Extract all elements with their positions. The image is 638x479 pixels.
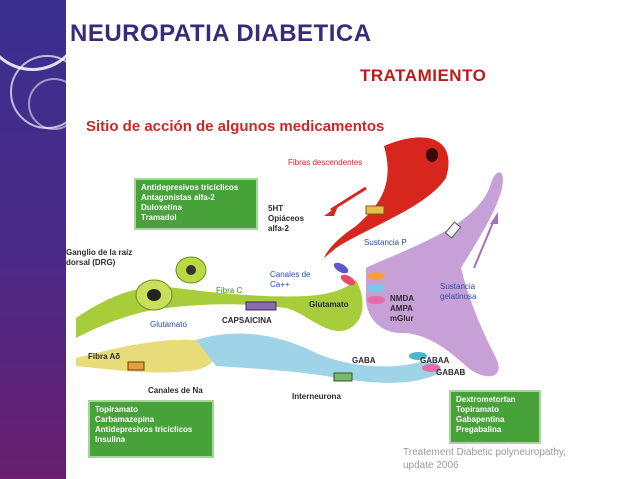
drug-item: Duloxetina	[141, 203, 182, 212]
label-nmda: NMDA	[390, 294, 414, 303]
drug-item: Topiramato	[456, 405, 499, 414]
diagram-heading: Sitio de acción de algunos medicamentos	[86, 118, 385, 135]
ca-channel-1	[333, 262, 349, 274]
label-fibra-c: Fibra C	[216, 286, 243, 295]
label-sustancia-gelatinosa-2: gelatinosa	[440, 292, 477, 301]
drug-item: Insulina	[95, 435, 126, 444]
label-gaba-a: GABAA	[420, 356, 450, 365]
c-fiber-nucleus	[186, 265, 196, 275]
drug-item: Gabapentina	[456, 415, 505, 424]
drug-item: Topiramato	[95, 405, 138, 414]
label-sustancia-gelatinosa-1: Sustancia	[440, 282, 476, 291]
slide-sidebar	[0, 0, 84, 479]
label-5ht: 5HT	[268, 204, 284, 213]
label-alfa2: alfa-2	[268, 224, 289, 233]
drug-item: Tramadol	[141, 213, 177, 222]
descending-fiber	[324, 137, 449, 258]
na-channel-receptors	[127, 361, 145, 371]
drug-item: Pregabalina	[456, 425, 502, 434]
label-ampa: AMPA	[390, 304, 413, 313]
drug-item: Dextrometorfan	[456, 395, 516, 404]
label-mglur: mGlur	[390, 314, 414, 323]
sustancia-p-receptors	[444, 221, 462, 239]
ampa-receptor	[367, 284, 385, 292]
nmda-receptor	[367, 272, 385, 280]
label-canales-ca-2: Ca++	[270, 280, 290, 289]
citation: Treatement Diabetic polyneuropathy, upda…	[403, 446, 566, 472]
capsaicina-receptors	[245, 301, 277, 311]
drug-item: Antidepresivos tricíclicos	[95, 425, 193, 434]
drug-item: Antidepresivos tricíclicos	[141, 183, 239, 192]
gaba-a-receptor	[409, 352, 427, 360]
ca-channel-2	[340, 274, 356, 286]
citation-line: Treatement Diabetic polyneuropathy,	[403, 447, 566, 458]
gaba-b-receptor	[422, 364, 440, 372]
label-canales-ca-1: Canales de	[270, 270, 311, 279]
citation-line: update 2006	[403, 460, 459, 471]
drug-box-bottom-left: Topiramato Carbamazepina Antidepresivos …	[88, 400, 214, 458]
interneuron	[196, 333, 441, 383]
slide-title: NEUROPATIA DIABETICA	[70, 20, 372, 47]
label-canales-na: Canales de Na	[148, 386, 203, 395]
mglur-receptor	[367, 296, 385, 304]
label-glutamato-left: Glutamato	[150, 320, 187, 329]
descending-nucleus	[426, 148, 438, 162]
label-fibra-a: Fibra Aδ	[88, 352, 121, 361]
label-ganglio-2: dorsal (DRG)	[66, 258, 116, 267]
slide-subtitle: TRATAMIENTO	[360, 66, 487, 85]
label-glutamato-right: Glutamato	[309, 300, 349, 309]
label-opiaceos: Opiáceos	[268, 214, 305, 223]
drug-item: Carbamazepina	[95, 415, 155, 424]
interneuron-receptors	[333, 372, 353, 382]
descending-receptors	[365, 205, 385, 215]
label-sustancia-p: Sustancia P	[364, 238, 407, 247]
a-delta-fiber	[76, 339, 215, 373]
dorsal-horn-neuron	[366, 172, 503, 377]
decorative-ring	[28, 78, 80, 130]
drug-item: Antagonistas alfa-2	[141, 193, 215, 202]
label-gaba: GABA	[352, 356, 376, 365]
label-capsaicina: CAPSAICINA	[222, 316, 272, 325]
descending-arrow	[330, 186, 367, 212]
neuropathy-diagram	[76, 137, 503, 383]
label-gaba-b: GABAB	[436, 368, 466, 377]
drug-box-bottom-right: Dextrometorfan Topiramato Gabapentina Pr…	[449, 390, 541, 444]
label-interneurona: Interneurona	[292, 392, 341, 401]
label-fibras-descendentes: Fibras descendentes	[288, 158, 363, 167]
ascending-arrow	[473, 219, 495, 269]
drug-box-top-left: Antidepresivos tricíclicos Antagonistas …	[134, 178, 258, 230]
ascending-arrowhead	[490, 212, 498, 224]
drg-nucleus	[147, 289, 161, 301]
label-ganglio-1: Ganglio de la raíz	[66, 248, 133, 257]
descending-arrowhead	[324, 206, 338, 216]
